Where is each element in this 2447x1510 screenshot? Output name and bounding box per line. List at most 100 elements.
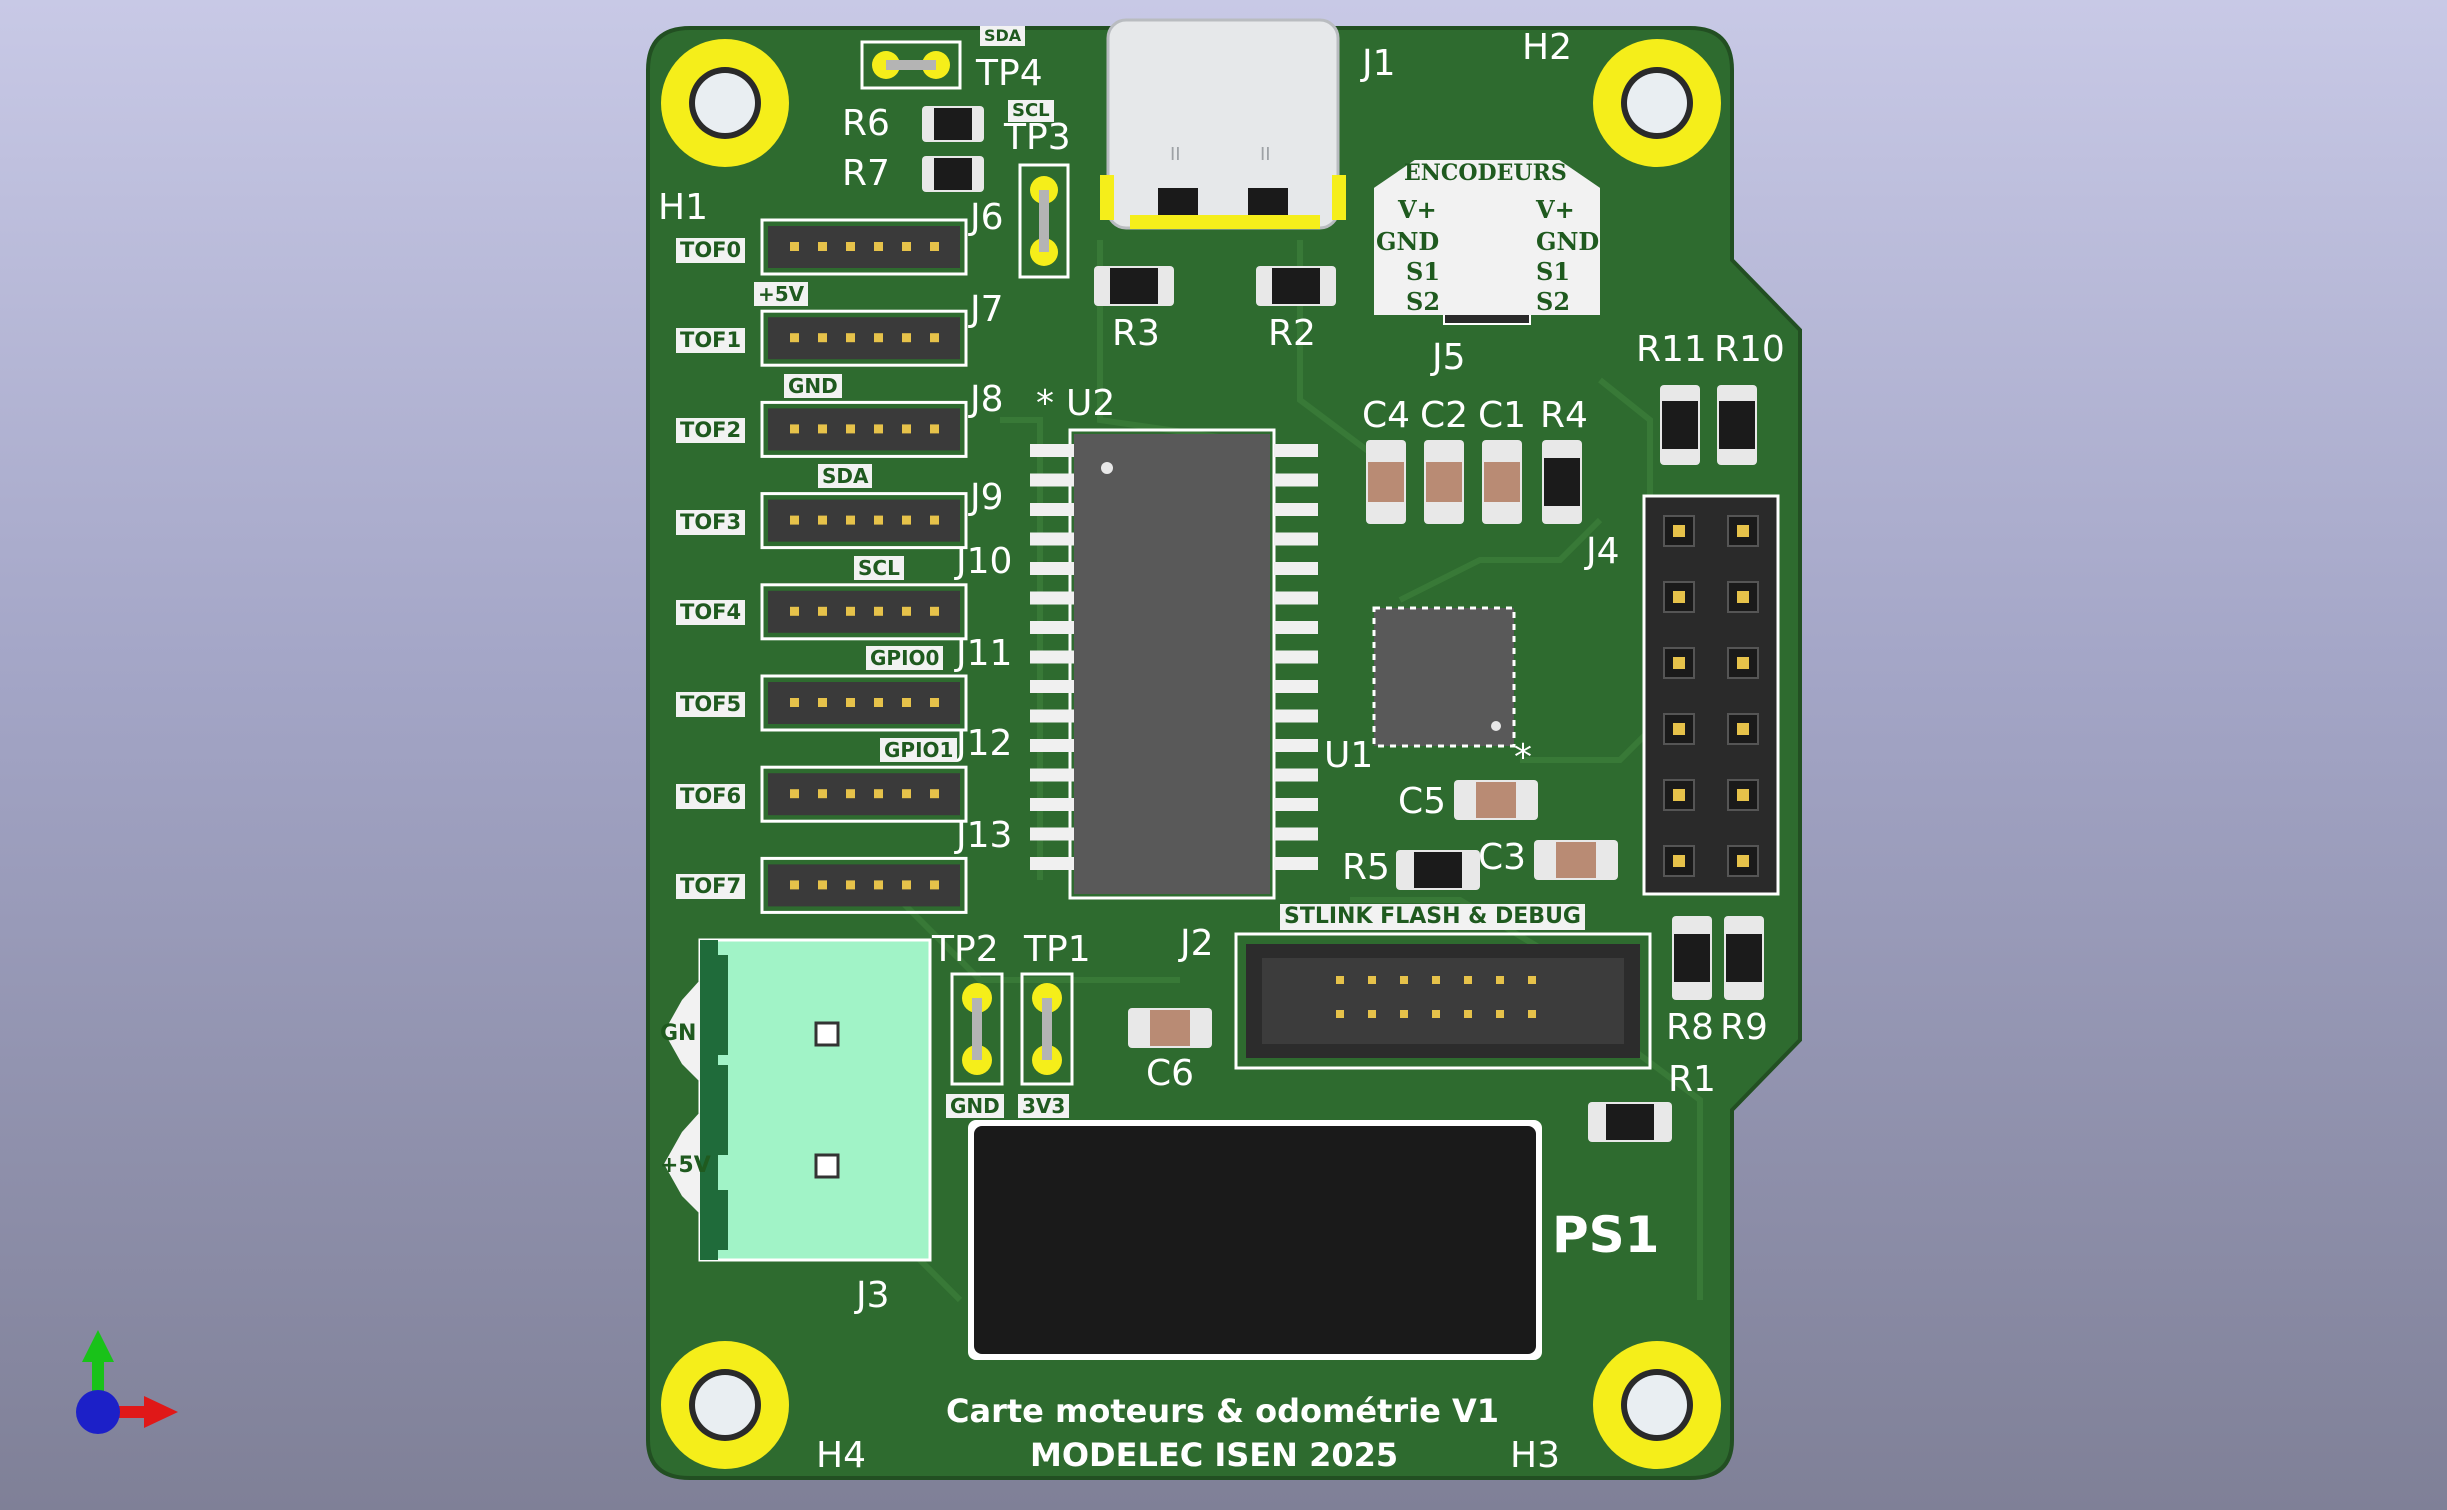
tof-label-7: TOF7: [676, 874, 746, 899]
tof-headers: [760, 218, 968, 914]
tof-header-outline: [760, 583, 968, 641]
j4-pin-contact: [1673, 525, 1685, 537]
ref-j5: J5: [1432, 337, 1466, 378]
tof-header-pin: [846, 698, 855, 707]
ref-j11: J11: [956, 633, 1013, 674]
u2-pin-left: [1030, 621, 1074, 634]
tof-header-outline: [760, 674, 968, 732]
header-j4: [1642, 494, 1780, 896]
tof-header-pin: [902, 515, 911, 525]
tof-header-pin: [790, 698, 799, 707]
tof-header-pin: [874, 515, 883, 525]
tof-header-pin: [846, 242, 855, 251]
svg-text:II: II: [1170, 144, 1181, 165]
ref-j12: J12: [956, 723, 1013, 764]
tof-header-pin: [846, 880, 855, 890]
j2-pin: [1368, 1010, 1376, 1018]
ref-h2: H2: [1522, 27, 1572, 68]
tof-header-outline: [760, 492, 968, 550]
ref-r10: R10: [1714, 329, 1785, 370]
header-j4-pins: [1663, 515, 1759, 877]
j2-pin: [1432, 1010, 1440, 1018]
ref-h1: H1: [658, 187, 708, 228]
u2-pin-right: [1274, 739, 1318, 752]
j2-pin: [1464, 976, 1472, 984]
u2-pin-left: [1030, 591, 1074, 605]
ref-r7: R7: [842, 153, 890, 194]
j4-pin-contact: [1673, 723, 1685, 735]
tof-header-pin: [818, 880, 827, 890]
ref-c6: C6: [1146, 1053, 1195, 1094]
tof-header-pin: [930, 424, 939, 434]
ic-u1: [1372, 606, 1516, 748]
j4-pin-contact: [1673, 591, 1685, 603]
board-subtitle: MODELEC ISEN 2025: [1030, 1436, 1399, 1474]
tof-header-pin: [818, 606, 827, 616]
j4-pin-contact: [1673, 855, 1685, 867]
copper-traces: [760, 240, 1703, 1303]
axis-gizmo: [76, 1330, 178, 1434]
bus-label-sda: SDA: [818, 464, 873, 488]
tof-header-pin: [846, 515, 855, 525]
ref-r4: R4: [1540, 395, 1588, 436]
tof-header-body: [768, 682, 960, 724]
j4-pin-contact: [1737, 657, 1749, 669]
j4-pin-contact: [1737, 855, 1749, 867]
ref-r2: R2: [1268, 313, 1316, 354]
ref-tp2: TP2: [932, 929, 999, 970]
tof-header-body: [768, 773, 960, 816]
tof-header-pin: [930, 880, 939, 890]
u2-pin-left: [1030, 444, 1074, 457]
j4-pin-contact: [1737, 723, 1749, 735]
ref-r6: R6: [842, 103, 890, 144]
capacitor-c4: [1366, 440, 1406, 524]
ic-u2: [1068, 428, 1276, 900]
u2-pin-left: [1030, 532, 1074, 546]
test-point-tp3: [1018, 163, 1070, 279]
j4-pin: [1727, 845, 1759, 877]
ref-j8: J8: [970, 379, 1004, 420]
ref-c5: C5: [1398, 781, 1447, 822]
encoder-silk-panel: [1374, 160, 1600, 315]
encoder-left-gnd: GND: [1376, 227, 1440, 256]
u2-pin-right: [1274, 680, 1318, 693]
board-title: Carte moteurs & odométrie V1: [946, 1392, 1499, 1430]
tof-header-pin: [818, 424, 827, 434]
ref-j10: J10: [956, 541, 1013, 582]
u2-pin-right: [1274, 650, 1318, 664]
u2-pin-right: [1274, 444, 1318, 457]
test-point-tp1: [1020, 972, 1074, 1086]
resistor-r10: [1717, 385, 1757, 465]
tof-header-pin: [874, 242, 883, 251]
capacitor-c2: [1424, 440, 1464, 524]
tof-header-pin: [818, 789, 827, 799]
tof-header-pin: [930, 789, 939, 799]
u2-pin-right: [1274, 827, 1318, 841]
mounting-hole-h3: [1593, 1341, 1721, 1469]
svg-text:II: II: [1260, 144, 1271, 165]
j3-label-gnd: GN: [660, 1021, 697, 1046]
u2-pin-left: [1030, 709, 1074, 723]
j2-pin: [1496, 1010, 1504, 1018]
u2-pin-left: [1030, 768, 1074, 782]
tof-header-pin: [902, 698, 911, 707]
tof-header-pin: [790, 515, 799, 525]
u2-pin-left: [1030, 798, 1074, 811]
resistor-r5: [1396, 850, 1480, 890]
u2-pin-left: [1030, 562, 1074, 575]
tof-header-pin: [902, 242, 911, 251]
resistor-r9: [1724, 916, 1764, 1000]
resistor-r8: [1672, 916, 1712, 1000]
j3-label-5v: +5V: [660, 1153, 711, 1178]
u2-pin-left: [1030, 827, 1074, 841]
tof-header-outline: [760, 765, 968, 823]
ref-j13: J13: [956, 815, 1013, 856]
tof-header-pin: [874, 880, 883, 890]
u2-pin-right: [1274, 798, 1318, 811]
j2-pin: [1528, 976, 1536, 984]
tof-header-pin: [902, 424, 911, 434]
tof-header-body: [768, 317, 960, 360]
stlink-header-j2: [1234, 932, 1652, 1070]
